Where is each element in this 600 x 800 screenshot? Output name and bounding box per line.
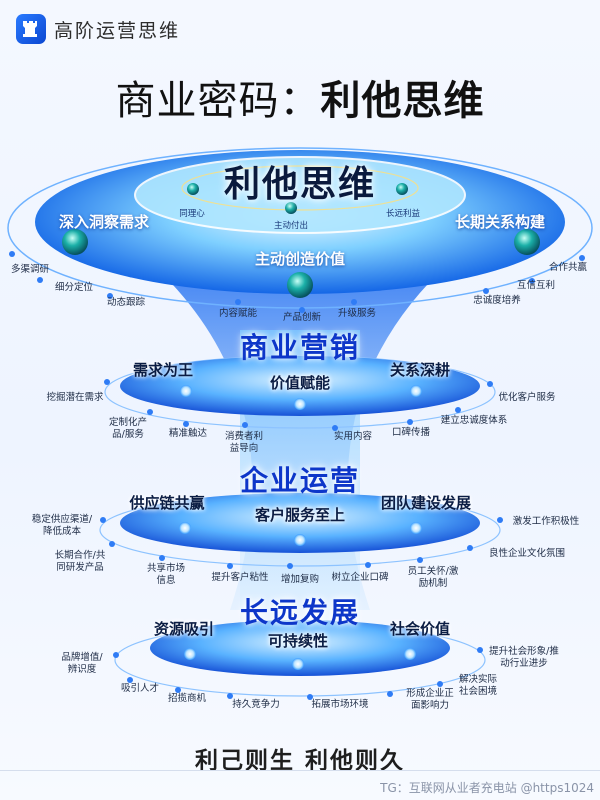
- tier4-leaf: 吸引人才: [120, 683, 160, 694]
- tier2-leaf: 优化客户服务: [498, 392, 556, 403]
- tier1-leaf: 升级服务: [337, 308, 377, 319]
- tier3-node: 供应链共赢: [129, 494, 205, 512]
- tier3-disk: [120, 493, 480, 553]
- tier1-node: 深入洞察需求: [58, 213, 150, 231]
- tier3-leaf: 增加复购: [280, 574, 320, 585]
- glowing-ball-icon: [187, 183, 199, 195]
- glowing-dot-icon: [410, 522, 422, 534]
- brand-header: 高阶运营思维: [16, 14, 180, 44]
- tier1-node: 主动创造价值: [254, 250, 346, 268]
- glowing-ball-icon: [514, 229, 540, 255]
- tier3-leaf: 共享市场信息: [146, 563, 185, 586]
- tier2-leaf: 精准触达: [168, 428, 208, 439]
- tier3-leaf: 长期合作/共同研发产品: [54, 550, 106, 573]
- tier2-disk: [120, 356, 480, 416]
- tier1-title: 利他思维: [223, 164, 376, 205]
- tier1-inner-item: 主动付出: [273, 221, 309, 231]
- tier4-title: 长远发展: [239, 596, 360, 629]
- glowing-dot-icon: [179, 522, 191, 534]
- tier3-leaf: 提升客户粘性: [211, 572, 269, 583]
- tier2-leaf: 挖掘潜在需求: [46, 392, 104, 403]
- glowing-dot-icon: [294, 534, 306, 546]
- tier1-leaf: 动态跟踪: [106, 297, 146, 308]
- tier1-inner-item: 同理心: [179, 209, 205, 219]
- title-emphasis: 利他思维: [320, 78, 485, 124]
- tier2-title: 商业营销: [239, 331, 360, 364]
- tier1-leaf: 忠诚度培养: [473, 295, 521, 306]
- tier1-inner-disk: [134, 156, 466, 234]
- tier1-leaf: 内容赋能: [218, 308, 258, 319]
- watermark: TG：互联网从业者充电站 @https1024: [380, 781, 594, 795]
- tier2-leaf: 口碑传播: [391, 427, 431, 438]
- tier2-node: 需求为王: [132, 361, 194, 379]
- title-prefix: 商业密码：: [115, 78, 321, 124]
- tier1-leaf: 产品创新: [282, 312, 322, 323]
- tier1-leaf: 多渠调研: [10, 264, 50, 275]
- tier4-node: 社会价值: [389, 620, 451, 638]
- page-title: 商业密码：利他思维: [0, 68, 600, 126]
- tier2-leaf: 建立忠诚度体系: [440, 415, 508, 426]
- tier4-leaf: 提升社会形象/推动行业进步: [489, 646, 559, 669]
- tier2-node: 价值赋能: [269, 374, 331, 392]
- tier1-leaf: 合作共赢: [548, 262, 588, 273]
- tier4-node: 可持续性: [267, 632, 329, 650]
- tier3-node: 团队建设发展: [380, 494, 472, 512]
- glowing-dot-icon: [410, 385, 422, 397]
- glowing-dot-icon: [184, 648, 196, 660]
- tier2-leaf: 定制化产品/服务: [108, 417, 147, 440]
- tier3-leaf: 激发工作积极性: [512, 516, 580, 527]
- slogan: 利己则生 利他则久: [194, 748, 405, 774]
- glowing-dot-icon: [180, 385, 192, 397]
- tier3-node: 客户服务至上: [254, 506, 346, 524]
- tier2-node: 关系深耕: [389, 361, 451, 379]
- tier4-leaf: 解决实际社会困境: [458, 674, 497, 697]
- tier1-leaf: 细分定位: [54, 282, 94, 293]
- tier4-leaf: 品牌增值/辨识度: [61, 652, 103, 675]
- glowing-ball-icon: [285, 202, 297, 214]
- tier1-leaf: 互信互利: [516, 280, 556, 291]
- tier1-node: 长期关系构建: [454, 213, 546, 231]
- tier4-leaf: 招揽商机: [167, 693, 207, 704]
- tier2-leaf: 实用内容: [333, 431, 373, 442]
- tier4-node: 资源吸引: [153, 620, 215, 638]
- glowing-ball-icon: [62, 229, 88, 255]
- tier3-leaf: 良性企业文化氛围: [488, 548, 566, 559]
- glowing-dot-icon: [404, 648, 416, 660]
- chess-rook-icon: [16, 14, 46, 44]
- divider: [0, 770, 600, 771]
- tier4-disk: [150, 620, 450, 676]
- glowing-dot-icon: [292, 658, 304, 670]
- tier1-inner-item: 长远利益: [385, 209, 421, 219]
- tier4-leaf: 形成企业正面影响力: [406, 688, 454, 711]
- glowing-ball-icon: [287, 272, 313, 298]
- tier4-leaf: 持久竞争力: [232, 699, 280, 710]
- glowing-ball-icon: [396, 183, 408, 195]
- tier4-leaf: 拓展市场环境: [311, 699, 369, 710]
- tier3-leaf: 稳定供应渠道/降低成本: [31, 514, 93, 537]
- glowing-dot-icon: [294, 398, 306, 410]
- brand-name: 高阶运营思维: [54, 19, 181, 42]
- ring-dots: [9, 251, 585, 700]
- tier3-leaf: 员工关怀/激励机制: [407, 566, 459, 589]
- tier2-leaf: 消费者利益导向: [224, 431, 263, 454]
- tier3-leaf: 树立企业口碑: [331, 572, 389, 583]
- tier3-title: 企业运营: [239, 464, 360, 497]
